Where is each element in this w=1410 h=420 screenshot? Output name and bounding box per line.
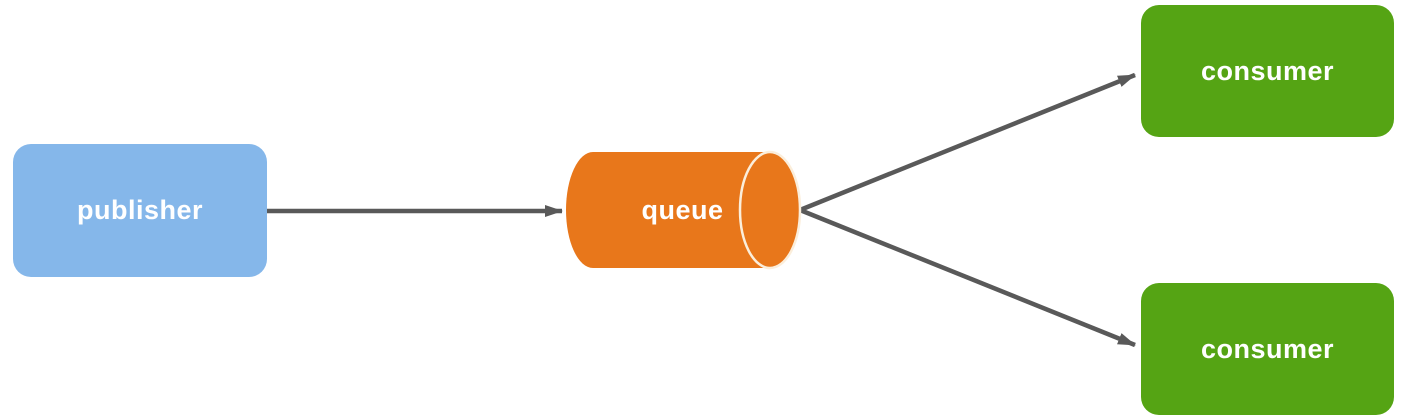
node-publisher: publisher	[13, 144, 267, 277]
node-consumer-bottom: consumer	[1141, 283, 1394, 415]
queue-cylinder-body	[566, 152, 770, 268]
node-queue: queue	[565, 152, 800, 268]
node-queue-label: queue	[641, 194, 724, 225]
edge-queue-consumer-bottom	[799, 207, 1136, 348]
queue-cylinder-rim	[738, 150, 802, 270]
queue-cylinder-face	[740, 152, 800, 268]
edge-queue-consumer-top	[799, 72, 1136, 213]
node-publisher-label: publisher	[76, 195, 203, 225]
node-consumer-top-label: consumer	[1200, 55, 1335, 86]
node-consumer-bottom-label: consumer	[1200, 333, 1335, 364]
node-consumer-top: consumer	[1141, 5, 1394, 137]
